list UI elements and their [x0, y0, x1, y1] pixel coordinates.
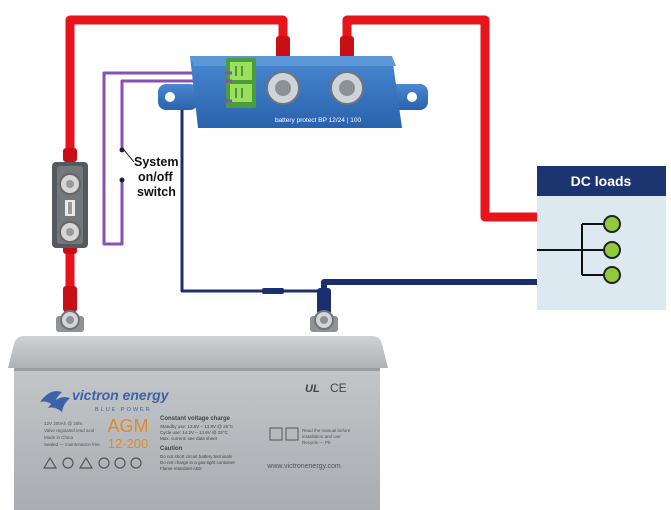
switch-wire-inner — [120, 79, 225, 150]
svg-text:Sealed — maintenance free: Sealed — maintenance free — [44, 442, 100, 447]
battery-body — [14, 368, 380, 510]
battery-terminal-negative — [310, 310, 338, 332]
svg-text:Standby use: 13.5V – 13.8V @ 2: Standby use: 13.5V – 13.8V @ 25°C — [160, 424, 234, 429]
battery-type: AGM — [107, 416, 148, 436]
battery-ce-mark: CE — [330, 381, 347, 395]
switch-wire-outer — [102, 71, 225, 246]
battery-terminal-positive — [56, 310, 84, 332]
battery-brand-logo: victron energy BLUE POWER — [40, 387, 170, 413]
terminal-block-icon — [230, 62, 252, 102]
negative-lug — [317, 288, 331, 314]
protect-bolt-left — [266, 71, 300, 105]
svg-text:installation and use: installation and use — [302, 434, 341, 439]
battery-protect-device: battery protect BP 12/24 | 100 — [158, 56, 428, 128]
dc-loads-header — [537, 166, 666, 196]
battery-warning-symbols — [42, 456, 142, 469]
fuse-to-protect-wire — [65, 15, 288, 155]
svg-text:Constant voltage charge: Constant voltage charge — [160, 416, 231, 422]
svg-text:Recycle — Pb: Recycle — Pb — [302, 440, 331, 445]
svg-text:12V 200Ah @ 20hr: 12V 200Ah @ 20hr — [44, 421, 83, 426]
switch-label: System on/off switch — [134, 155, 178, 199]
svg-text:Made in China: Made in China — [44, 435, 74, 440]
svg-text:Valve regulated lead acid: Valve regulated lead acid — [44, 428, 95, 433]
protect-to-loads-wire — [342, 15, 542, 222]
switch-label-line3: switch — [137, 185, 176, 199]
svg-text:Read the manual before: Read the manual before — [302, 428, 351, 433]
dc-loads-title: DC loads — [571, 173, 632, 189]
battery-lid — [8, 336, 388, 368]
battery-charge-info: Constant voltage charge Standby use: 13.… — [160, 416, 236, 471]
dc-loads-panel: DC loads — [537, 166, 666, 310]
svg-text:Flame retardant ABS: Flame retardant ABS — [160, 466, 202, 471]
svg-text:Do not short circuit battery t: Do not short circuit battery terminals — [160, 454, 233, 459]
battery-brand: victron energy — [72, 387, 170, 403]
battery-url: www.victronenergy.com — [266, 463, 341, 470]
switch-contacts — [119, 147, 125, 183]
battery-model: 12-200 — [108, 436, 148, 451]
protect-model-text: battery protect BP 12/24 | 100 — [275, 117, 362, 124]
fuse-icon — [52, 162, 88, 248]
switch-label-line2: on/off — [138, 170, 174, 184]
loads-negative-wire — [321, 279, 537, 316]
switch-label-line1: System — [134, 155, 178, 169]
load-terminal-icon — [603, 215, 621, 284]
battery-left-specs: 12V 200Ah @ 20hr Valve regulated lead ac… — [44, 421, 100, 447]
battery-brand-sub: BLUE POWER — [95, 407, 152, 413]
switch-pointer — [123, 149, 135, 163]
svg-text:Caution: Caution — [160, 446, 183, 452]
protect-ground-wire — [180, 99, 324, 293]
svg-text:Cycle use: 14.2V – 14.6V @ 25°: Cycle use: 14.2V – 14.6V @ 25°C — [160, 430, 229, 435]
svg-text:Do not charge in a gas-tight c: Do not charge in a gas-tight container — [160, 460, 236, 465]
battery-ul-mark: UL — [305, 383, 320, 395]
wire-splice — [262, 288, 284, 294]
switch-wires — [102, 71, 225, 246]
battery-icon: victron energy BLUE POWER 12V 200Ah @ 20… — [8, 310, 388, 510]
protect-bolt-right — [330, 71, 364, 105]
svg-text:Max. current: see data sheet: Max. current: see data sheet — [160, 436, 218, 441]
battery-right-info: Read the manual before installation and … — [269, 427, 351, 445]
